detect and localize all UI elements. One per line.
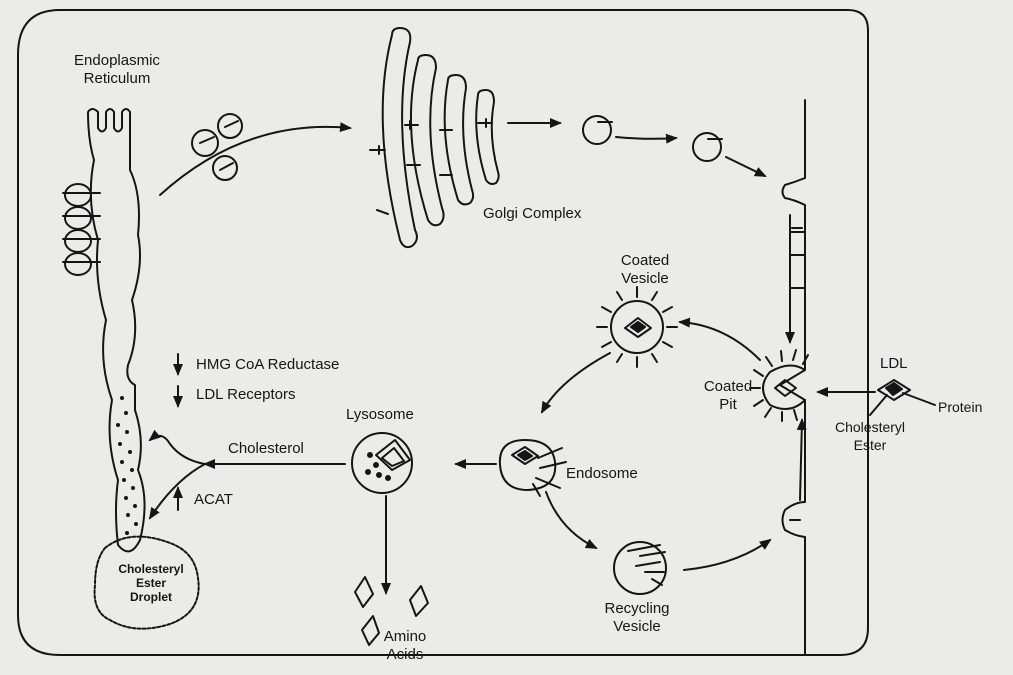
- cholesteryl-ester-label-line2: Ester: [825, 436, 915, 454]
- recycling-vesicle-label: Recycling Vesicle: [592, 600, 682, 636]
- coated-pit-label-line2: Pit: [698, 396, 758, 414]
- coated-vesicle-label-line1: Coated: [610, 252, 680, 270]
- cholesterol-label: Cholesterol: [228, 440, 304, 458]
- plasma-membrane: [780, 100, 805, 655]
- ribosome: [65, 184, 91, 206]
- er-vesicle: [218, 114, 242, 138]
- amino-acid: [355, 577, 373, 607]
- ribosome: [65, 230, 91, 252]
- golgi-cisterna: [445, 75, 473, 204]
- coated-vesicle-label: Coated Vesicle: [610, 252, 680, 288]
- golgi-label: Golgi Complex: [483, 205, 581, 223]
- protein-label: Protein: [938, 398, 982, 416]
- amino-acid: [410, 586, 428, 616]
- ribosome: [65, 207, 91, 229]
- golgi-cisterna: [476, 90, 498, 184]
- amino-acids-label-line2: Acids: [370, 646, 440, 664]
- coated-vesicle-label-line2: Vesicle: [610, 270, 680, 288]
- droplet-label-line1: Cholesteryl: [112, 562, 190, 576]
- amino-acids-label: Amino Acids: [370, 628, 440, 664]
- er-label: Endoplasmic Reticulum: [62, 52, 172, 88]
- droplet-label-line2: Ester: [112, 576, 190, 590]
- secretory-vesicle: [583, 116, 611, 144]
- endoplasmic-reticulum: [88, 109, 145, 551]
- ldl-label: LDL: [880, 355, 908, 373]
- recycling-vesicle: [614, 542, 666, 594]
- secretory-vesicle: [693, 133, 721, 161]
- ribosome: [65, 253, 91, 275]
- recycling-vesicle-label-line1: Recycling: [592, 600, 682, 618]
- lysosome-label: Lysosome: [346, 406, 414, 424]
- er-label-line2: Reticulum: [62, 70, 172, 88]
- droplet-label-line3: Droplet: [112, 590, 190, 604]
- amino-acids-label-line1: Amino: [370, 628, 440, 646]
- coated-pit-label-line1: Coated: [698, 378, 758, 396]
- cholesteryl-ester-label-line1: Cholesteryl: [825, 418, 915, 436]
- er-lipid-dots: [116, 396, 138, 535]
- cholesteryl-ester-label: Cholesteryl Ester: [825, 418, 915, 454]
- coated-pit-label: Coated Pit: [698, 378, 758, 414]
- golgi-cisterna: [411, 55, 444, 225]
- ldl-receptors-label: LDL Receptors: [196, 386, 296, 404]
- cell-membrane: [18, 10, 868, 655]
- er-label-line1: Endoplasmic: [62, 52, 172, 70]
- droplet-label: Cholesteryl Ester Droplet: [112, 562, 190, 604]
- hmg-coa-label: HMG CoA Reductase: [196, 356, 339, 374]
- acat-label: ACAT: [194, 491, 233, 509]
- endosome-label: Endosome: [566, 465, 638, 483]
- er-vesicle: [192, 130, 218, 156]
- recycling-vesicle-label-line2: Vesicle: [592, 618, 682, 636]
